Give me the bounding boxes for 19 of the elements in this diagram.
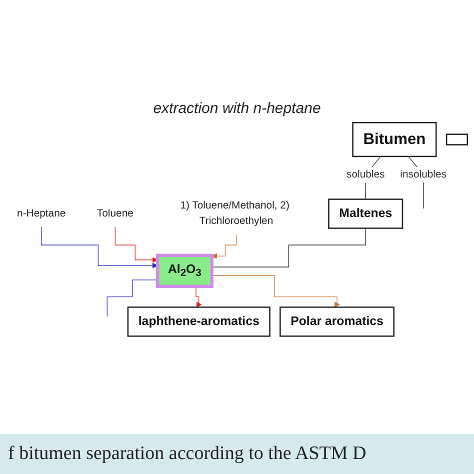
edge-label: insolubles bbox=[400, 166, 446, 182]
process-box: laphthene-aromatics bbox=[127, 306, 270, 336]
caption: f bitumen separation according to the ASTM D bbox=[0, 434, 474, 474]
arrow bbox=[212, 274, 340, 308]
column-box: Al$_{2}$O$_{3}$ bbox=[156, 253, 214, 288]
edge-label: solubles bbox=[346, 166, 385, 182]
note-text: extraction with n-heptane bbox=[153, 100, 321, 117]
process-box: Bitumen bbox=[352, 122, 437, 157]
process-box: Maltenes bbox=[328, 198, 404, 228]
solvent-label: 1) Toluene/Methanol, 2) Trichloroethylen bbox=[180, 200, 290, 226]
arrow bbox=[211, 234, 237, 259]
connector-line bbox=[106, 279, 158, 316]
solvent-label: n-Heptane bbox=[17, 208, 66, 219]
process-box: Polar aromatics bbox=[280, 306, 394, 336]
arrow bbox=[114, 226, 158, 262]
connector-line bbox=[212, 228, 366, 267]
arrow bbox=[41, 226, 158, 268]
empty-box bbox=[446, 133, 468, 145]
solvent-label: Toluene bbox=[96, 208, 134, 219]
